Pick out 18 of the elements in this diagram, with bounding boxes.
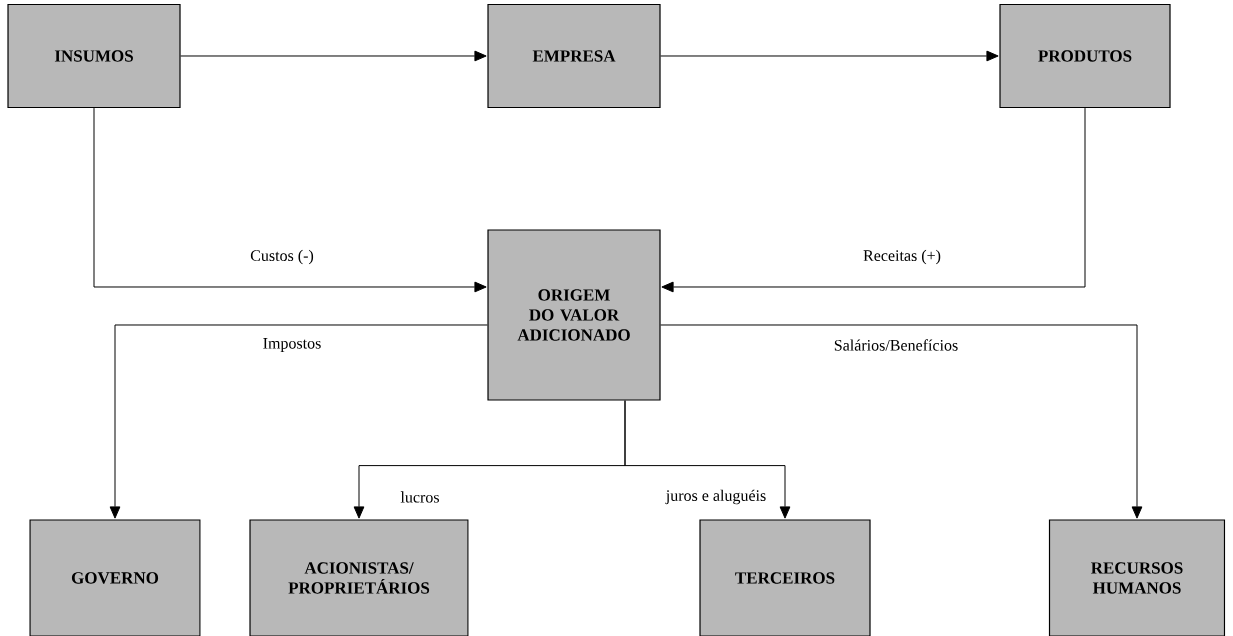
arrow xyxy=(93,107,487,293)
arrow xyxy=(660,324,1143,519)
process-box: ACIONISTAS/ PROPRIETÁRIOS xyxy=(249,519,469,636)
edge-label: Salários/Benefícios xyxy=(832,338,960,352)
process-box: ORIGEM DO VALOR ADICIONADO xyxy=(487,229,661,401)
arrow xyxy=(109,324,488,519)
process-box: PRODUTOS xyxy=(999,3,1171,109)
arrow xyxy=(661,107,1086,293)
arrow xyxy=(660,50,999,62)
arrow xyxy=(624,400,791,519)
process-box: GOVERNO xyxy=(29,519,201,636)
process-box: INSUMOS xyxy=(7,3,181,109)
arrow xyxy=(180,50,487,62)
edge-label: Impostos xyxy=(261,337,323,353)
edge-label: lucros xyxy=(399,490,441,504)
process-box: EMPRESA xyxy=(487,3,661,109)
process-box: TERCEIROS xyxy=(699,519,871,636)
process-box: RECURSOS HUMANOS xyxy=(1048,519,1226,636)
